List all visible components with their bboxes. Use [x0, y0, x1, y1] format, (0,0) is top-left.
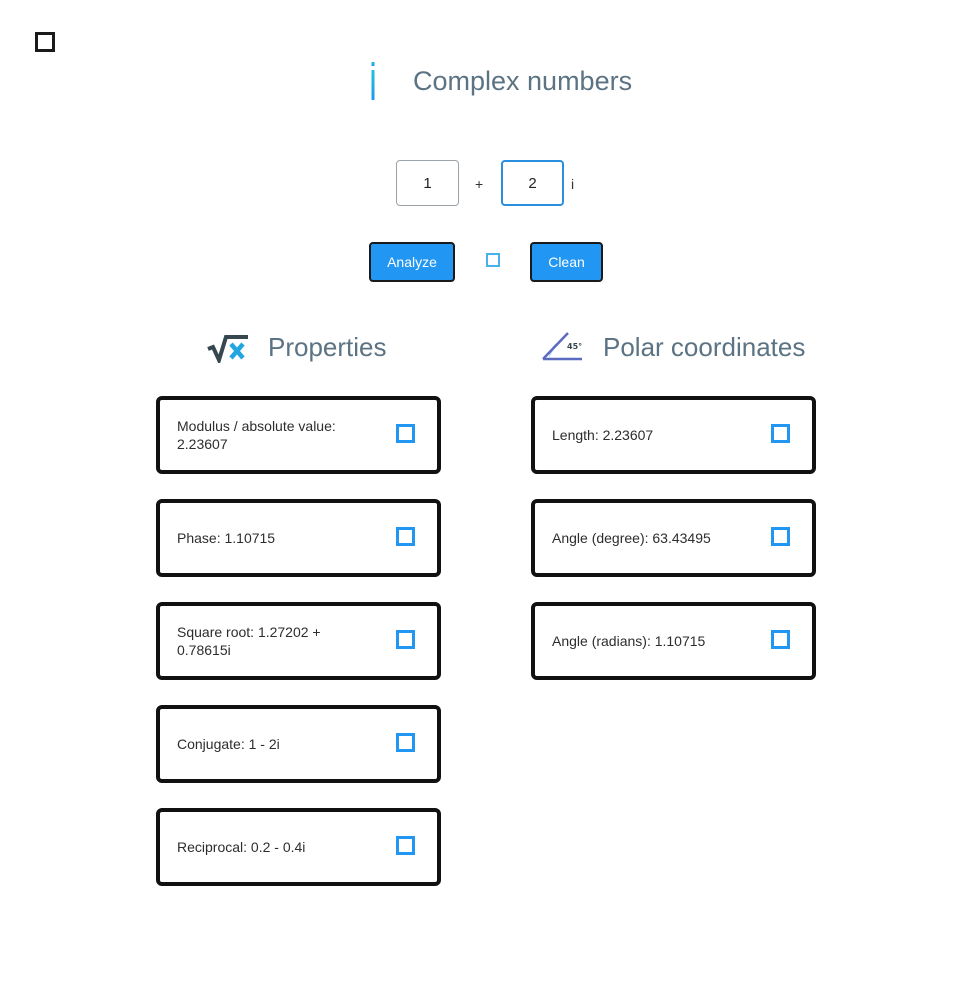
- clean-button[interactable]: Clean: [530, 242, 603, 282]
- copy-checkbox[interactable]: [771, 424, 790, 443]
- property-card-reciprocal: Reciprocal: 0.2 - 0.4i: [156, 808, 441, 886]
- analyze-button[interactable]: Analyze: [369, 242, 455, 282]
- polar-angle-degree-text: Angle (degree): 63.43495: [552, 530, 711, 546]
- property-modulus-text: Modulus / absolute value: 2.23607: [177, 418, 336, 452]
- angle-45-icon: 45°: [542, 332, 582, 361]
- polar-title: Polar coordinates: [603, 332, 806, 362]
- corner-checkbox[interactable]: [35, 32, 55, 52]
- loading-indicator: [486, 253, 500, 267]
- property-square-root-text: Square root: 1.27202 + 0.78615i: [177, 624, 321, 658]
- angle-badge: 45°: [567, 342, 582, 351]
- copy-checkbox[interactable]: [771, 527, 790, 546]
- polar-header: 45° Polar coordinates: [542, 326, 842, 370]
- property-card-modulus: Modulus / absolute value: 2.23607: [156, 396, 441, 474]
- property-reciprocal-text: Reciprocal: 0.2 - 0.4i: [177, 839, 306, 855]
- polar-card-angle-radians: Angle (radians): 1.10715: [531, 602, 816, 680]
- properties-title: Properties: [268, 332, 387, 362]
- properties-header: Properties: [206, 326, 446, 370]
- property-card-square-root: Square root: 1.27202 + 0.78615i: [156, 602, 441, 680]
- copy-checkbox[interactable]: [771, 630, 790, 649]
- imaginary-i-logo-icon: [371, 62, 375, 100]
- copy-checkbox[interactable]: [396, 836, 415, 855]
- copy-checkbox[interactable]: [396, 733, 415, 752]
- imaginary-unit-label: i: [571, 176, 575, 192]
- imaginary-part-input[interactable]: [501, 160, 564, 206]
- property-card-conjugate: Conjugate: 1 - 2i: [156, 705, 441, 783]
- real-part-input[interactable]: [396, 160, 459, 206]
- header: Complex numbers: [0, 58, 972, 106]
- square-root-x-icon: [207, 335, 248, 363]
- property-phase-text: Phase: 1.10715: [177, 530, 276, 546]
- polar-angle-radians-text: Angle (radians): 1.10715: [552, 633, 706, 649]
- property-conjugate-text: Conjugate: 1 - 2i: [177, 736, 280, 752]
- copy-checkbox[interactable]: [396, 527, 415, 546]
- polar-length-text: Length: 2.23607: [552, 427, 654, 443]
- polar-card-angle-degree: Angle (degree): 63.43495: [531, 499, 816, 577]
- property-card-phase: Phase: 1.10715: [156, 499, 441, 577]
- copy-checkbox[interactable]: [396, 630, 415, 649]
- page-title: Complex numbers: [413, 66, 633, 96]
- plus-sign: +: [475, 176, 484, 192]
- polar-card-length: Length: 2.23607: [531, 396, 816, 474]
- copy-checkbox[interactable]: [396, 424, 415, 443]
